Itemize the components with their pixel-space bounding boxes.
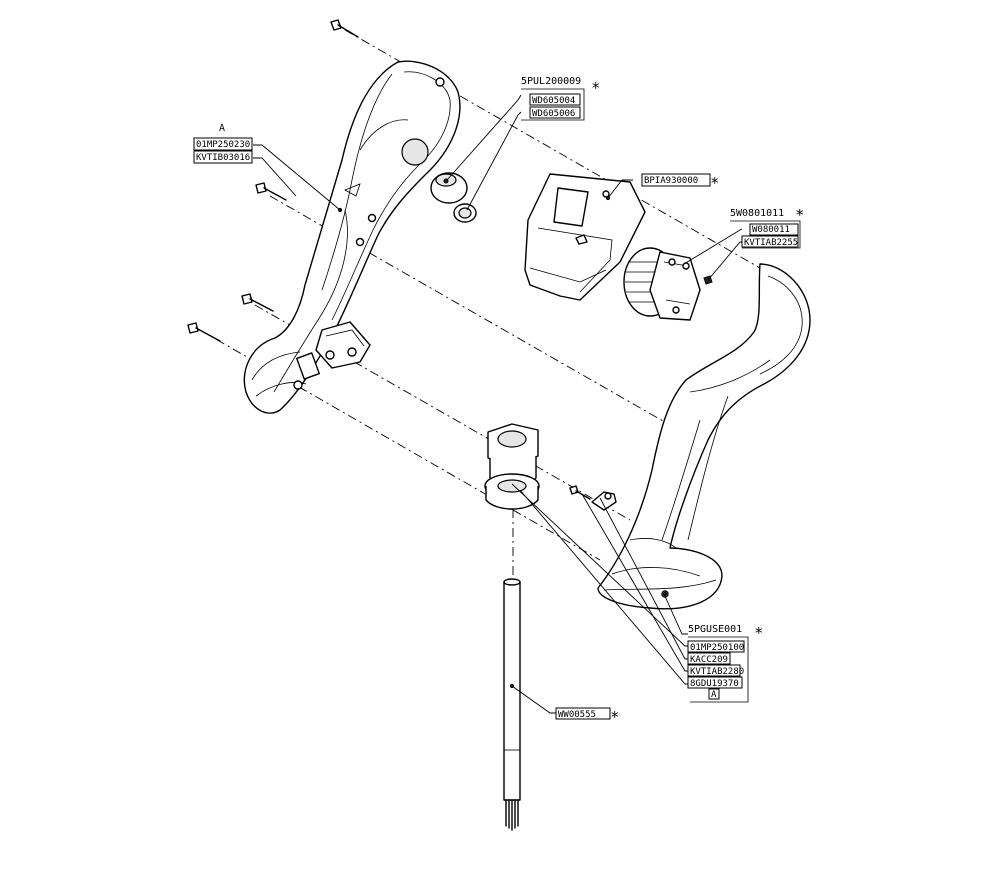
screw-left-mid <box>255 182 287 201</box>
label-pguse-title: 5PGUSE001 <box>688 624 742 635</box>
bracket-part <box>591 491 617 511</box>
knob-part <box>430 172 468 204</box>
leader-lines <box>253 94 743 714</box>
washer-part <box>453 203 477 223</box>
label-pguse-part-4: 8GDU19370 <box>690 679 739 689</box>
label-w08-part-1: W080011 <box>752 225 790 235</box>
label-pul-part-2: WD605006 <box>532 109 575 119</box>
screw-right <box>569 485 591 500</box>
left-handle-shell <box>243 60 461 414</box>
label-pguse-part-2: KACC209 <box>690 655 728 665</box>
label-pguse-star: * <box>755 624 763 642</box>
label-group-pul: 5PUL200009 * WD605004 WD605006 <box>521 76 600 121</box>
label-a-title: A <box>219 123 225 134</box>
label-pguse-ref: A <box>711 690 717 700</box>
right-handle-shell <box>597 263 811 610</box>
label-ww-title: WW00555 <box>558 710 596 720</box>
display-cover <box>524 173 646 301</box>
label-group-w08: 5W0801011 * W080011 KVTIAB2255 <box>730 206 804 249</box>
label-pul-title: 5PUL200009 <box>521 76 581 87</box>
label-pul-star: * <box>592 79 600 97</box>
label-bpia-star: * <box>711 174 719 192</box>
screw-left-lower <box>241 293 274 312</box>
label-w08-star: * <box>796 206 804 224</box>
screw-left-top <box>330 19 359 38</box>
label-w08-part-2: KVTIAB2255 <box>744 238 798 248</box>
label-a-part-2: KVTIB03016 <box>196 153 250 163</box>
label-group-bpia: BPIA930000 * <box>641 173 719 192</box>
label-pul-part-1: WD605004 <box>532 96 575 106</box>
label-pguse-part-1: 01MP250100 <box>690 643 744 653</box>
shaft-part <box>503 578 521 831</box>
label-group-a: A 01MP250230 KVTIB03016 <box>193 123 253 164</box>
label-group-pguse: 5PGUSE001 * 01MP250100 KACC209 KVTIAB228… <box>687 624 763 703</box>
switch-motor-part <box>623 247 713 321</box>
screw-left-bottom <box>187 322 221 342</box>
bushing-part <box>484 423 540 510</box>
label-group-ww: WW00555 * <box>555 707 619 726</box>
label-bpia-title: BPIA930000 <box>644 176 698 186</box>
label-w08-title: 5W0801011 <box>730 208 784 219</box>
label-ww-star: * <box>611 708 619 726</box>
label-a-part-1: 01MP250230 <box>196 140 250 150</box>
label-pguse-part-3: KVTIAB2280 <box>690 667 744 677</box>
